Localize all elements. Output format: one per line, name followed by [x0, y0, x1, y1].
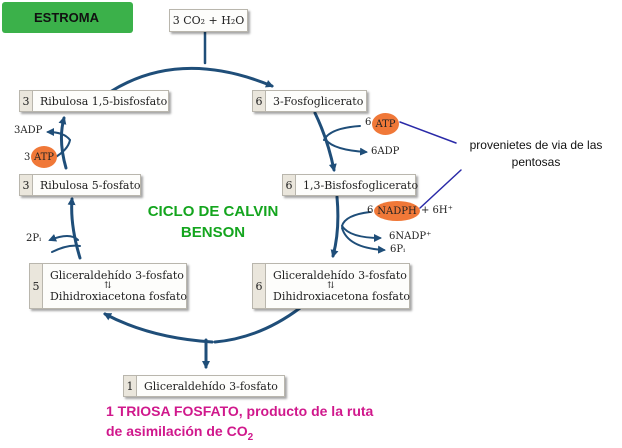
equilibrium-icon: ⇅	[104, 280, 112, 291]
arrow-adp6-out	[325, 139, 368, 156]
box-line-1: Gliceraldehído 3-fosfato	[50, 268, 184, 282]
box-label: Ribulosa 1,5-bisfosfato	[40, 94, 168, 108]
arrow-nadp-out	[341, 225, 382, 242]
caption-subscript: 2	[247, 431, 254, 443]
box-count: 6	[253, 91, 266, 111]
phosphoglycerate-box: 6 3-Fosfoglicerato	[252, 90, 367, 112]
co2-input-box: 3 CO₂ + H₂O	[169, 9, 248, 32]
note-line-2: pentosas	[511, 155, 561, 169]
box-label: Ribulosa 5-fosfato	[40, 178, 141, 192]
pointer-line-atp	[399, 121, 457, 144]
atp6-coefficient: 6	[365, 117, 372, 128]
output-g3p-box: 1 Gliceraldehído 3-fosfato	[123, 375, 285, 397]
box-line-2: Dihidroxiacetona fosfato	[273, 289, 411, 303]
pointer-line-nadph	[419, 169, 462, 209]
box-label: 1,3-Bisfosfoglicerato	[303, 178, 419, 192]
box-count: 3	[20, 175, 33, 195]
box-line-1: Gliceraldehído 3-fosfato	[273, 268, 407, 282]
box-count: 6	[283, 175, 296, 195]
arrow-bpg-to-g3p	[330, 195, 340, 258]
note-line-1: provenietes de via de las	[469, 138, 603, 152]
arrow-ru5p-to-rubp	[58, 116, 68, 170]
arrow-atp6-in	[323, 125, 361, 141]
estroma-label: ESTROMA	[34, 10, 99, 25]
nadph-molecule: NADPH	[374, 201, 420, 221]
arrow-g3p-to-output	[213, 306, 302, 344]
atp6-label: ATP	[375, 118, 396, 130]
cycle-title-line-1: CICLO DE CALVIN	[147, 203, 279, 220]
arrow-3pga-to-bpg	[313, 111, 337, 172]
triose-phosphate-right-box: 6 Gliceraldehído 3-fosfato ⇅ Dihidroxiac…	[252, 263, 410, 309]
cycle-title-line-2: BENSON	[180, 224, 246, 241]
pi2-label: 2Pᵢ	[26, 233, 42, 244]
arrow-nadph-in	[341, 211, 371, 227]
box-count: 5	[30, 264, 43, 308]
arrow-pi6-out	[341, 227, 386, 254]
h6-label: + 6H⁺	[421, 205, 453, 216]
equilibrium-icon: ⇅	[327, 280, 335, 291]
box-count: 1	[124, 376, 137, 396]
nadp6-label: 6NADP⁺	[389, 231, 432, 242]
ribulose-bisphosphate-box: 3 Ribulosa 1,5-bisfosfato	[19, 90, 169, 112]
nadph-coefficient: 6	[367, 205, 374, 216]
pentose-note: provenietes de via de las pentosas	[452, 137, 620, 171]
caption-line-1: 1 TRIOSA FOSFATO, producto de la ruta	[106, 403, 374, 419]
cycle-title: CICLO DE CALVIN BENSON	[138, 201, 288, 243]
nadph-label: NADPH	[377, 205, 417, 217]
box-label: 3-Fosfoglicerato	[273, 94, 364, 108]
adp6-label: 6ADP	[371, 146, 400, 157]
estroma-header: ESTROMA	[2, 2, 133, 33]
co2-formula: 3 CO₂ + H₂O	[172, 14, 245, 27]
arrow-g3p-to-ru5p	[67, 197, 82, 260]
arrow-adp3-out	[46, 128, 71, 141]
arrow-rubp-to-3pga	[108, 66, 274, 94]
atp6-molecule: ATP	[372, 113, 399, 135]
triose-phosphate-left-box: 5 Gliceraldehído 3-fosfato ⇅ Dihidroxiac…	[29, 263, 187, 309]
caption-line-2: de asimilación de CO2	[106, 421, 373, 448]
caption: 1 TRIOSA FOSFATO, producto de la ruta de…	[106, 401, 373, 448]
ribulose-5-phosphate-box: 3 Ribulosa 5-fosfato	[19, 174, 141, 196]
caption-line-2-main: de asimilación de CO	[106, 423, 248, 439]
arrow-pi2-out	[48, 234, 79, 242]
header-notch	[133, 2, 145, 33]
arrow-to-g3p-left	[103, 312, 214, 344]
box-line-2: Dihidroxiacetona fosfato	[50, 289, 188, 303]
box-label: Gliceraldehído 3-fosfato	[144, 379, 278, 393]
bisphosphoglycerate-box: 6 1,3-Bisfosfoglicerato	[282, 174, 419, 196]
pi6-label: 6Pᵢ	[390, 244, 406, 255]
arrow-pi2-out-b	[51, 244, 81, 253]
atp3-label: ATP	[33, 151, 55, 163]
box-count: 6	[253, 264, 266, 308]
adp3-label: 3ADP	[14, 125, 43, 136]
box-count: 3	[20, 91, 33, 111]
atp3-molecule: ATP	[31, 146, 57, 168]
atp3-coefficient: 3	[24, 152, 31, 163]
